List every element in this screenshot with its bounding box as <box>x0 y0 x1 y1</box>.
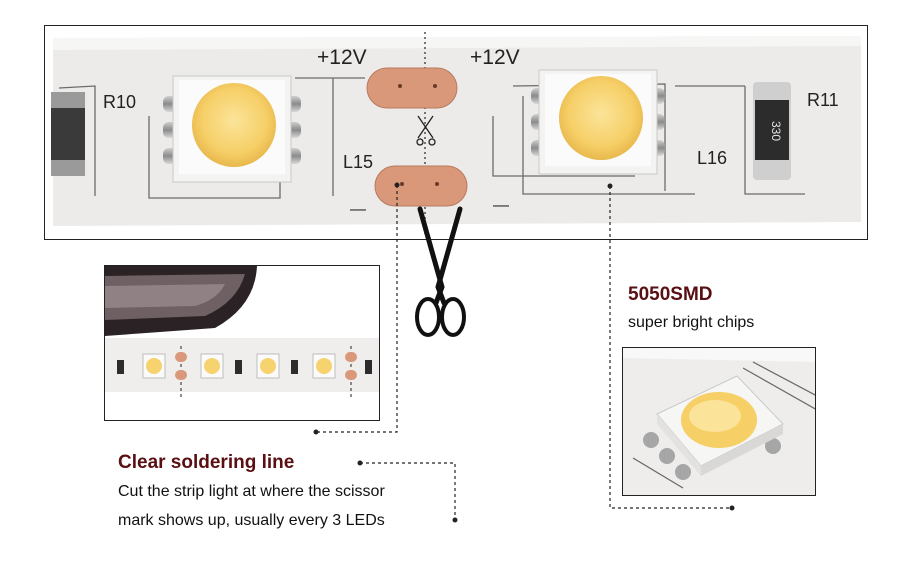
inductor-label-right: L16 <box>697 148 727 168</box>
solder-callout-line1: Cut the strip light at where the scissor <box>118 483 385 500</box>
chip-closeup-image <box>623 348 815 495</box>
voltage-label-left: +12V <box>317 46 367 69</box>
strip-roll-image <box>105 266 379 400</box>
resistor-label-left: R10 <box>103 92 136 112</box>
voltage-label-right: +12V <box>470 46 520 69</box>
solder-callout-title: Clear soldering line <box>118 452 295 473</box>
chip-callout-title: 5050SMD <box>628 284 713 305</box>
solder-callout-line2: mark shows up, usually every 3 LEDs <box>118 512 385 529</box>
inductor-label-left: L15 <box>343 152 373 172</box>
resistor-code: 330 <box>769 121 783 141</box>
resistor-right: 330 <box>753 82 791 180</box>
resistor-label-right: R11 <box>807 90 839 110</box>
chip-closeup-panel <box>622 347 816 496</box>
scissors-icon <box>408 205 472 345</box>
minus-label-left: — <box>350 201 366 218</box>
strip-roll-panel <box>104 265 380 421</box>
led-chip-right <box>531 69 665 175</box>
chip-callout-subtitle: super bright chips <box>628 314 755 331</box>
minus-label-right: — <box>493 197 509 214</box>
strip-closeup-image: 330 +12V +12V R10 R11 L15 L16 — — <box>51 32 861 236</box>
led-chip-left <box>163 75 301 183</box>
strip-closeup-panel: 330 +12V +12V R10 R11 L15 L16 — — <box>44 25 868 240</box>
